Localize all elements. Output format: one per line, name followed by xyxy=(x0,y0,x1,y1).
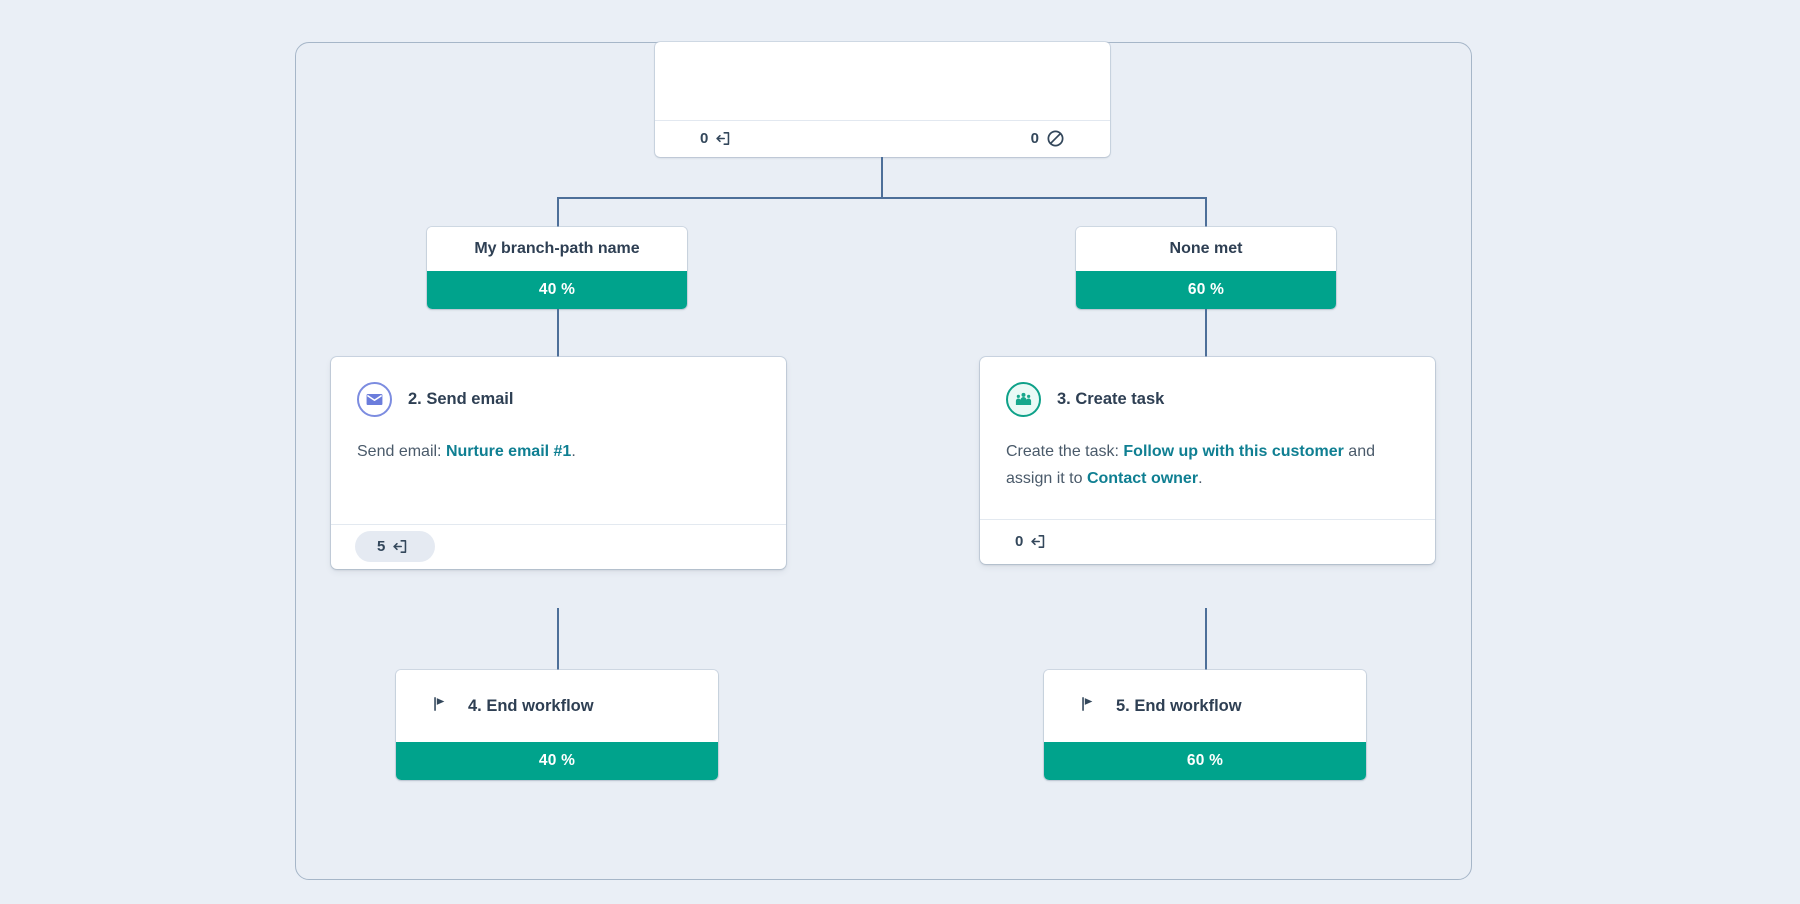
desc-link-task-owner[interactable]: Contact owner xyxy=(1086,469,1199,487)
flag-icon xyxy=(432,695,450,718)
desc-prefix2: and assign it to xyxy=(1006,443,1375,487)
blocked-counter[interactable]: 0 xyxy=(1020,124,1076,153)
branch-card-left[interactable]: My branch-path name 40 % xyxy=(427,227,687,309)
action-footer: 0 xyxy=(980,518,1435,564)
desc-link-task-name[interactable]: Follow up with this customer xyxy=(1123,443,1344,460)
end-percent-bar: 40 % xyxy=(396,742,718,780)
connector-trigger-down xyxy=(881,157,883,199)
action-spacer xyxy=(331,466,786,524)
action-title: 3. Create task xyxy=(1057,390,1165,408)
desc-suffix: . xyxy=(571,443,576,460)
connector-branch-left-down xyxy=(557,197,559,229)
branch-percent-bar: 60 % xyxy=(1076,271,1336,309)
branch-label: My branch-path name xyxy=(427,227,687,271)
action-enrolled-count: 5 xyxy=(377,538,386,556)
enter-arrow-icon xyxy=(393,540,407,554)
end-workflow-card-right[interactable]: 5. End workflow 60 % xyxy=(1044,670,1366,780)
connector-right-branch-to-action xyxy=(1205,309,1207,359)
enrolled-count: 0 xyxy=(700,130,709,147)
desc-link-email-asset[interactable]: Nurture email #1 xyxy=(445,443,572,460)
connector-branch-horizontal xyxy=(557,197,1207,199)
connector-left-action-to-end xyxy=(557,608,559,672)
enter-arrow-icon xyxy=(716,132,730,145)
action-description: Send email: Nurture email #1. xyxy=(331,417,786,466)
end-workflow-card-left[interactable]: 4. End workflow 40 % xyxy=(396,670,718,780)
end-header: 4. End workflow xyxy=(396,670,718,742)
flag-icon xyxy=(1080,695,1098,718)
trigger-card-footer: 0 0 xyxy=(655,120,1110,156)
end-header: 5. End workflow xyxy=(1044,670,1366,742)
envelope-icon xyxy=(357,382,392,417)
action-header: 2. Send email xyxy=(331,357,786,417)
people-group-glyph xyxy=(1015,392,1032,406)
flag-glyph xyxy=(1082,696,1093,711)
trigger-card-body xyxy=(655,42,1110,120)
desc-suffix2: . xyxy=(1198,469,1203,487)
action-header: 3. Create task xyxy=(980,357,1435,417)
enrolled-counter[interactable]: 0 xyxy=(689,125,743,152)
desc-prefix: Create the task: xyxy=(1006,443,1124,460)
action-title: 2. Send email xyxy=(408,390,514,408)
end-title: 5. End workflow xyxy=(1116,696,1242,715)
envelope-glyph xyxy=(366,393,383,406)
action-enrolled-counter[interactable]: 0 xyxy=(1004,528,1058,555)
trigger-card[interactable]: 0 0 xyxy=(655,42,1110,157)
connector-left-branch-to-action xyxy=(557,309,559,359)
action-enrolled-count: 0 xyxy=(1015,533,1024,551)
action-footer: 5 xyxy=(331,523,786,569)
branch-label: None met xyxy=(1076,227,1336,271)
action-card-create-task[interactable]: 3. Create task Create the task: Follow u… xyxy=(980,357,1435,564)
end-percent-bar: 60 % xyxy=(1044,742,1366,780)
action-spacer xyxy=(980,493,1435,519)
blocked-count: 0 xyxy=(1030,130,1039,147)
action-description: Create the task: Follow up with this cus… xyxy=(980,417,1435,493)
action-card-send-email[interactable]: 2. Send email Send email: Nurture email … xyxy=(331,357,786,569)
people-group-icon xyxy=(1006,382,1041,417)
branch-card-right[interactable]: None met 60 % xyxy=(1076,227,1336,309)
flag-glyph xyxy=(434,696,445,711)
connector-branch-right-down xyxy=(1205,197,1207,229)
action-enrolled-counter[interactable]: 5 xyxy=(355,531,436,563)
enter-arrow-icon xyxy=(1031,535,1045,549)
desc-prefix: Send email: xyxy=(357,443,446,460)
branch-percent-bar: 40 % xyxy=(427,271,687,309)
connector-right-action-to-end xyxy=(1205,608,1207,672)
blocked-icon xyxy=(1047,130,1064,147)
end-title: 4. End workflow xyxy=(468,696,594,715)
